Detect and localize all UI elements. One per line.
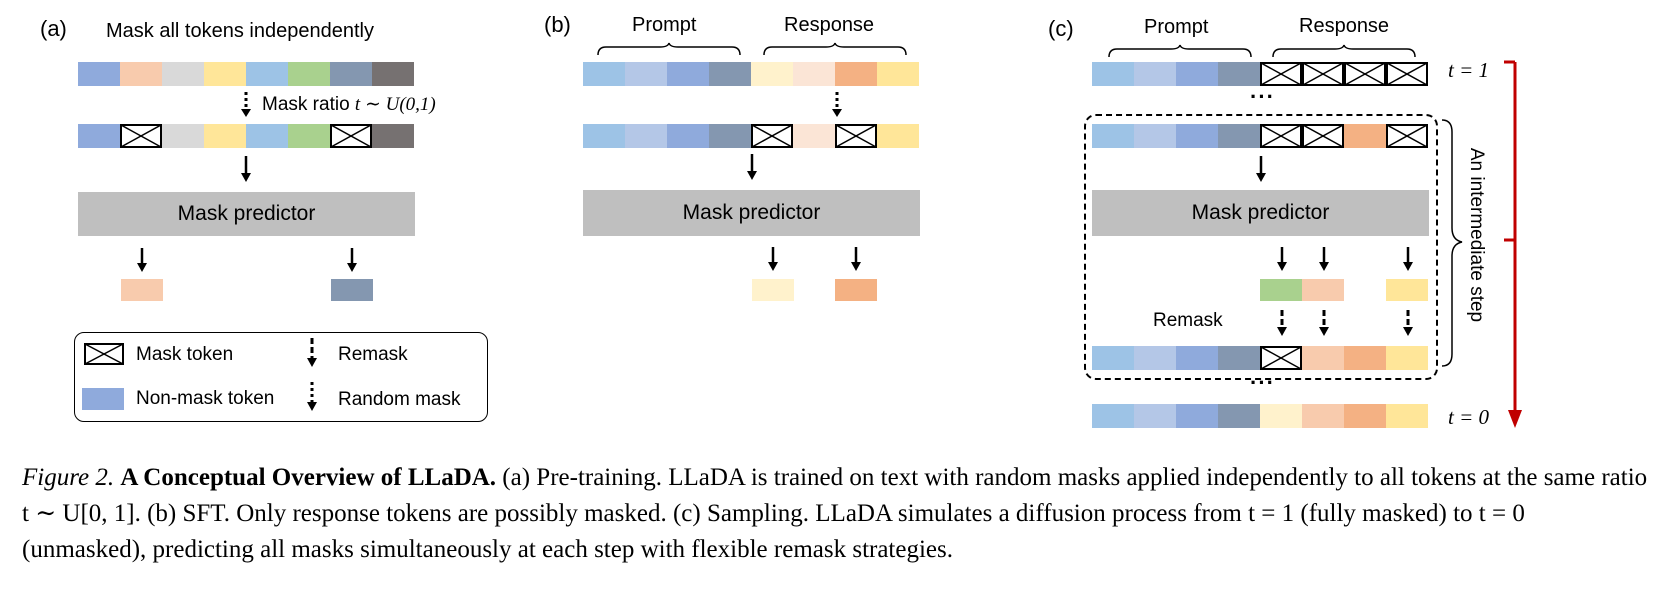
panel-b-input-row — [583, 62, 921, 91]
prompt-brace-icon — [1108, 44, 1252, 58]
panel-c-row-t1 — [1092, 62, 1432, 91]
mask-token-icon — [835, 124, 877, 148]
panel-a-tag: (a) — [40, 16, 67, 41]
caption-figure-number: Figure 2. — [22, 464, 115, 491]
mask-token-icon — [120, 124, 162, 148]
random-mask-arrow-icon — [307, 382, 317, 411]
random-mask-arrow-icon — [241, 92, 251, 117]
caption-title: A Conceptual Overview of LLaDA. — [120, 464, 497, 491]
arrow-down-icon — [1277, 247, 1287, 271]
mask-token-icon — [1386, 124, 1428, 148]
prompt-brace-icon — [597, 42, 741, 56]
token-row — [1092, 124, 1428, 148]
panel-c-prompt-label: Prompt — [1144, 16, 1209, 38]
panel-c-row-intermediate — [1092, 124, 1432, 153]
arrow-down-icon — [241, 156, 251, 182]
response-brace-icon — [1272, 44, 1416, 58]
mask-ratio-label: Mask ratio t ∼ U(0,1) — [262, 94, 436, 115]
arrow-down-icon — [1256, 156, 1266, 182]
intermediate-step-box — [1084, 114, 1438, 380]
arrow-down-icon — [347, 248, 357, 272]
mask-token-icon — [1386, 62, 1428, 86]
legend-mask-token: Mask token — [136, 344, 234, 365]
predicted-token — [1302, 279, 1344, 301]
panel-c-tag: (c) — [1048, 16, 1074, 41]
remask-arrow-icon — [1277, 310, 1287, 336]
intermediate-brace-icon — [1441, 119, 1463, 367]
token-row — [78, 62, 414, 86]
remask-arrow-icon — [1403, 310, 1413, 336]
predicted-token — [1386, 279, 1428, 301]
panel-b-tag: (b) — [544, 12, 571, 37]
mask-token-icon — [1302, 124, 1344, 148]
predicted-token — [121, 279, 163, 301]
non-mask-token-swatch — [82, 388, 124, 410]
legend-non-mask-token: Non-mask token — [136, 388, 275, 409]
panel-c-mask-predictor: Mask predictor — [1092, 190, 1429, 236]
panel-b-response-label: Response — [784, 14, 875, 36]
predicted-token — [752, 279, 794, 301]
figure-caption: Figure 2. A Conceptual Overview of LLaDA… — [22, 460, 1652, 568]
token-row — [1092, 404, 1428, 428]
token-row — [78, 124, 414, 148]
token-row — [1092, 346, 1428, 370]
arrow-down-icon — [1403, 247, 1413, 271]
token-row — [1092, 62, 1428, 86]
remask-arrow-icon — [307, 338, 317, 367]
ellipsis-top: ··· — [1250, 84, 1275, 109]
panel-c-row-remasked — [1092, 346, 1432, 375]
arrow-down-icon — [137, 248, 147, 272]
arrow-down-icon — [851, 247, 861, 271]
panel-c-row-t0 — [1092, 404, 1432, 433]
panel-b-prompt-label: Prompt — [632, 14, 697, 36]
timeline-arrow-icon — [1504, 60, 1522, 428]
response-brace-icon — [763, 42, 907, 56]
panel-b-mask-predictor: Mask predictor — [583, 190, 920, 236]
mask-token-icon — [330, 124, 372, 148]
predicted-token — [331, 279, 373, 301]
panel-b-masked-row — [583, 124, 921, 153]
mask-token-icon — [1260, 124, 1302, 148]
remask-arrow-icon — [1319, 310, 1329, 336]
mask-token-icon — [84, 343, 124, 365]
t-end-label: t = 0 — [1448, 405, 1490, 429]
mask-token-icon — [1302, 62, 1344, 86]
arrow-down-icon — [747, 154, 757, 180]
token-row — [583, 62, 919, 86]
mask-token-icon — [1260, 62, 1302, 86]
intermediate-step-label: An intermediate step — [1466, 147, 1487, 323]
arrow-down-icon — [768, 247, 778, 271]
legend-random-mask: Random mask — [338, 389, 461, 410]
legend — [74, 332, 488, 422]
panel-a-masked-row — [78, 124, 416, 153]
panel-a-mask-predictor: Mask predictor — [78, 192, 415, 236]
random-mask-arrow-icon — [832, 92, 842, 117]
panel-c-response-label: Response — [1299, 15, 1390, 37]
mask-token-icon — [1260, 346, 1302, 370]
ellipsis-bottom: ··· — [1250, 370, 1275, 395]
mask-token-icon — [1344, 62, 1386, 86]
legend-remask: Remask — [338, 344, 408, 365]
panel-a-input-row — [78, 62, 416, 91]
predicted-token — [1260, 279, 1302, 301]
predicted-token — [835, 279, 877, 301]
token-row — [583, 124, 919, 148]
panel-a-title: Mask all tokens independently — [106, 20, 374, 42]
t-start-label: t = 1 — [1448, 58, 1490, 82]
arrow-down-icon — [1319, 247, 1329, 271]
mask-token-icon — [751, 124, 793, 148]
caption-body: (a) Pre-training. LLaDA is trained on te… — [22, 464, 1648, 563]
remask-label: Remask — [1153, 310, 1223, 331]
